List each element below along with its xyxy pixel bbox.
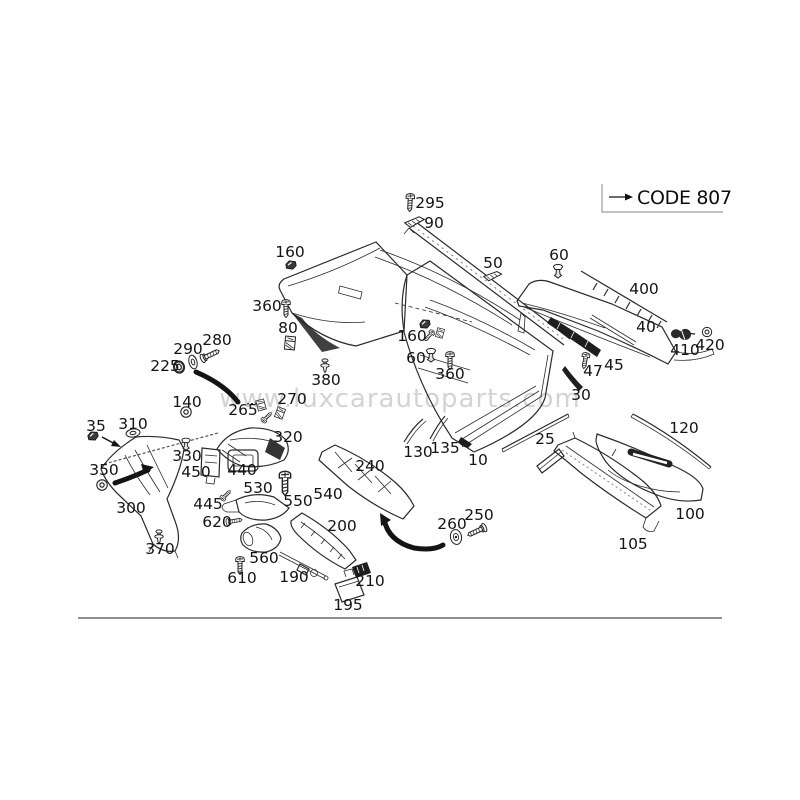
part-label-135: 135 <box>430 439 460 457</box>
part-outline-rod-190 <box>278 551 329 581</box>
part-label-265: 265 <box>228 401 258 419</box>
part-outline-diffuser-200 <box>290 512 357 570</box>
part-label-250: 250 <box>464 506 494 524</box>
part-label-10: 10 <box>468 451 488 469</box>
part-label-120: 120 <box>669 419 699 437</box>
part-label-90: 90 <box>424 214 444 232</box>
part-label-25: 25 <box>535 430 555 448</box>
part-label-100: 100 <box>675 505 705 523</box>
part-label-45: 45 <box>604 356 624 374</box>
part-outline-trim-45 <box>547 317 601 357</box>
part-label-410: 410 <box>670 341 700 359</box>
part-label-620: 620 <box>202 513 232 531</box>
part-outline-panel-100 <box>595 433 704 502</box>
part-label-540: 540 <box>313 485 343 503</box>
bolt-icon-250 <box>465 522 489 540</box>
clip-icon-60-mid <box>426 348 436 363</box>
part-label-200: 200 <box>327 517 357 535</box>
part-outline-bumper-left-wing <box>278 241 408 352</box>
part-outline-exhaust-tip-560 <box>240 523 282 553</box>
part-label-270: 270 <box>277 390 307 408</box>
part-outline-bracket-450 <box>200 447 221 485</box>
clip-icon-60-top <box>553 264 563 279</box>
part-outline-trim-30 <box>562 366 583 391</box>
part-label-380: 380 <box>311 371 341 389</box>
part-outline-valance-40 <box>516 279 715 365</box>
part-outline-impact-bar-240 <box>318 444 415 520</box>
part-label-360: 360 <box>252 297 282 315</box>
part-outline-strip-120 <box>630 413 712 470</box>
part-label-295: 295 <box>415 194 445 212</box>
exploded-view-artwork <box>100 221 715 603</box>
part-label-225: 225 <box>150 357 180 375</box>
part-label-280: 280 <box>202 331 232 349</box>
part-outline-strip-400 <box>580 270 668 329</box>
part-outline-bracket-530 <box>221 494 290 521</box>
part-label-290: 290 <box>173 340 203 358</box>
code-box-border <box>601 184 723 213</box>
part-label-420: 420 <box>695 336 725 354</box>
part-label-360: 360 <box>435 365 465 383</box>
screw-icon-360-left <box>281 299 291 318</box>
bracket-icon-80 <box>283 335 297 351</box>
clip-icon-160-top <box>284 259 298 271</box>
part-label-240: 240 <box>355 457 385 475</box>
part-outline-bumper-face <box>394 260 554 453</box>
part-label-530: 530 <box>243 479 273 497</box>
part-label-400: 400 <box>629 280 659 298</box>
part-label-30: 30 <box>571 386 591 404</box>
part-outline-strip-25 <box>501 413 570 453</box>
pointer-arrows <box>101 369 446 552</box>
part-label-330: 330 <box>172 447 202 465</box>
part-label-550: 550 <box>283 492 313 510</box>
code-arrow-head <box>625 193 633 201</box>
part-outline-rail <box>374 221 571 356</box>
part-label-560: 560 <box>249 549 279 567</box>
part-label-60: 60 <box>549 246 569 264</box>
part-label-450: 450 <box>181 463 211 481</box>
part-label-300: 300 <box>116 499 146 517</box>
part-label-350: 350 <box>89 461 119 479</box>
part-label-160: 160 <box>397 327 427 345</box>
part-label-320: 320 <box>273 428 303 446</box>
part-label-370: 370 <box>145 540 175 558</box>
part-outline-liner-320 <box>216 427 289 468</box>
ring-icon-350 <box>96 479 108 491</box>
part-label-160: 160 <box>275 243 305 261</box>
part-label-610: 610 <box>227 569 257 587</box>
part-outline-bracket-440 <box>227 449 259 472</box>
screw-icon-295 <box>404 192 416 213</box>
part-label-440: 440 <box>227 461 257 479</box>
part-label-445: 445 <box>193 495 223 513</box>
part-outline-box-195 <box>334 568 365 603</box>
parking-sensor-icon-410 <box>669 326 697 343</box>
code-box: CODE 807 <box>601 184 732 213</box>
bracket-icon-160-mid <box>435 327 445 339</box>
part-label-105: 105 <box>618 535 648 553</box>
part-label-260: 260 <box>437 515 467 533</box>
part-outline-arc-135 <box>429 415 449 442</box>
part-label-60: 60 <box>406 349 426 367</box>
part-label-310: 310 <box>118 415 148 433</box>
part-label-47: 47 <box>583 362 603 380</box>
part-label-35: 35 <box>86 417 106 435</box>
part-label-190: 190 <box>279 568 309 586</box>
part-label-210: 210 <box>355 572 385 590</box>
part-outline-clip-210 <box>352 562 371 578</box>
part-label-130: 130 <box>403 443 433 461</box>
part-label-140: 140 <box>172 393 202 411</box>
part-label-80: 80 <box>278 319 298 337</box>
part-label-195: 195 <box>333 596 363 614</box>
part-label-40: 40 <box>636 318 656 336</box>
part-label-50: 50 <box>483 254 503 272</box>
part-outline-reinforcement-105 <box>536 431 662 532</box>
code-label: CODE 807 <box>637 187 732 209</box>
part-outline-arc-130 <box>403 418 427 445</box>
